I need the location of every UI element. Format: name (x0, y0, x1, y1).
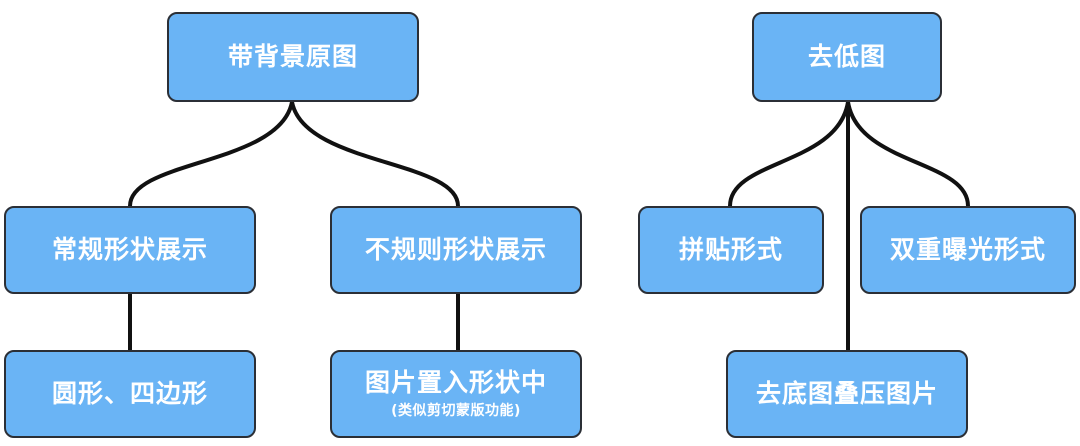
node-irregular-shape-display: 不规则形状展示 (330, 206, 582, 294)
node-overlay-image: 去底图叠压图片 (726, 350, 968, 438)
node-image-in-shape: 图片置入形状中 (类似剪切蒙版功能) (330, 350, 582, 438)
node-collage-form: 拼贴形式 (638, 206, 824, 294)
node-circle-quadrilateral: 圆形、四边形 (4, 350, 256, 438)
node-label: 圆形、四边形 (51, 378, 208, 408)
connector-root2-to-collage (728, 100, 850, 208)
node-label: 去低图 (807, 41, 886, 71)
node-sublabel: (类似剪切蒙版功能) (391, 403, 521, 420)
connector-root-to-irregular (290, 100, 460, 208)
connector-root-to-regular (128, 100, 294, 208)
node-label: 拼贴形式 (678, 234, 783, 264)
connector-root2-to-double-exposure (846, 100, 970, 208)
node-remove-background: 去低图 (752, 12, 942, 102)
node-double-exposure-form: 双重曝光形式 (860, 206, 1076, 294)
node-label: 带背景原图 (227, 41, 358, 71)
node-label: 图片置入形状中 (364, 367, 547, 397)
node-label: 常规形状展示 (51, 234, 208, 264)
node-label: 双重曝光形式 (889, 234, 1046, 264)
node-label: 不规则形状展示 (364, 234, 547, 264)
node-label: 去底图叠压图片 (755, 378, 938, 408)
node-regular-shape-display: 常规形状展示 (4, 206, 256, 294)
node-background-original: 带背景原图 (167, 12, 419, 102)
